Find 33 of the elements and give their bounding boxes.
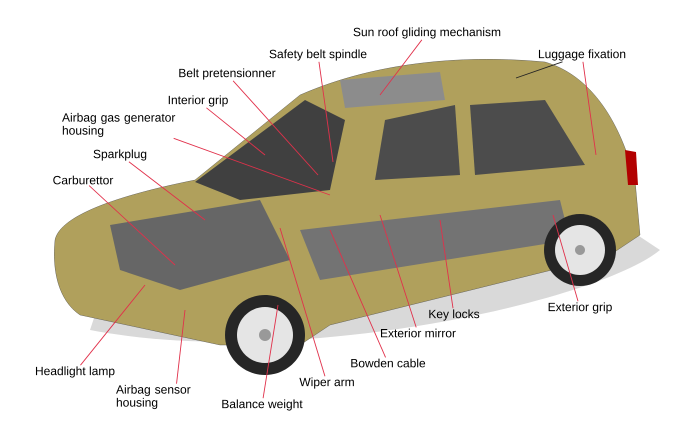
- leader-line: [128, 161, 206, 220]
- part-label: Sparkplug: [94, 149, 146, 161]
- part-label: Key locks: [429, 309, 480, 321]
- part-label: Luggage fixation: [538, 49, 626, 61]
- leader-line: [173, 138, 330, 196]
- part-label: Exterior mirror: [381, 328, 456, 338]
- leader-line: [552, 214, 578, 302]
- leader-line: [262, 304, 278, 399]
- leader-line: [80, 284, 146, 366]
- part-label: Interior grip: [168, 95, 228, 107]
- part-label: Carburettor: [53, 176, 114, 184]
- leader-line: [582, 61, 596, 156]
- leader-line: [318, 61, 334, 162]
- part-label: Safety belt spindle: [270, 49, 366, 61]
- leader-line: [176, 310, 186, 384]
- leader-line: [206, 107, 266, 156]
- part-label: Airbag sensor housing: [116, 384, 190, 410]
- part-label: Belt pretensionner: [179, 68, 276, 80]
- part-label: Exterior grip: [548, 302, 612, 314]
- leader-line: [516, 61, 563, 78]
- part-label: Balance weight: [222, 399, 303, 411]
- leader-line: [280, 228, 326, 377]
- part-label: Airbag gas generator housing: [62, 112, 176, 138]
- part-label: Wiper arm: [299, 377, 354, 389]
- leader-line: [380, 214, 417, 328]
- leader-line: [88, 185, 176, 266]
- part-label: Bowden cable: [351, 358, 426, 368]
- leader-line: [330, 230, 386, 358]
- leader-line: [440, 220, 454, 309]
- leader-line: [380, 39, 422, 96]
- part-label: Headlight lamp: [36, 366, 114, 378]
- leader-line: [232, 80, 318, 176]
- part-label: Sun roof gliding mechanism: [354, 27, 500, 39]
